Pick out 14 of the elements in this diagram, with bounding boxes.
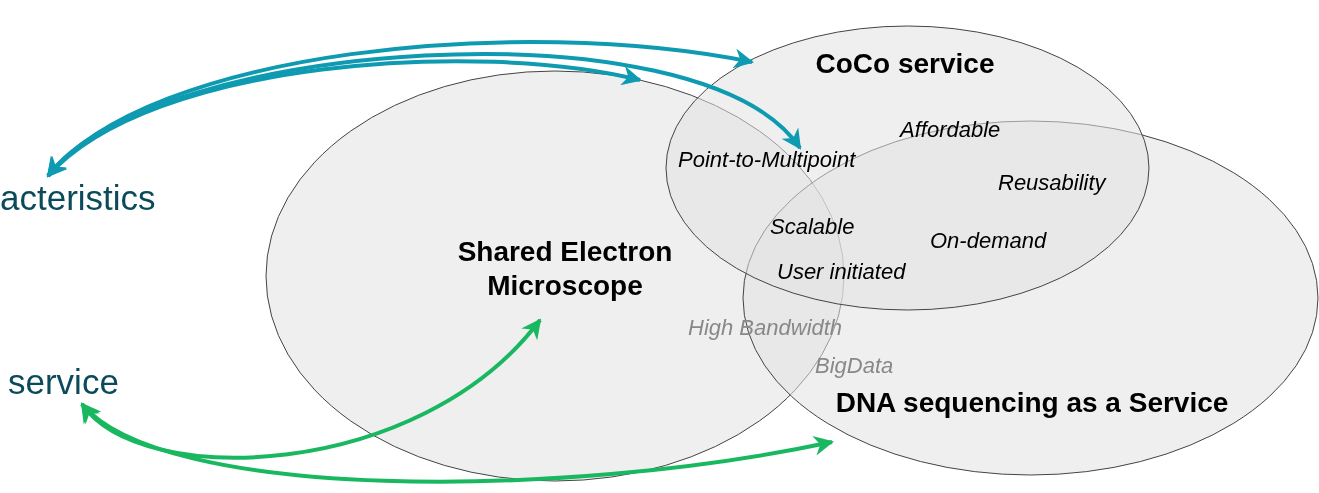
feature-text: Scalable [770,214,855,240]
feature-text: Reusability [998,170,1106,196]
circle-title: Shared Electron Microscope [456,235,674,303]
feature-text: Affordable [900,117,1001,143]
feature-text: User initiated [777,259,906,285]
feature-text: Point-to-Multipoint [678,147,856,173]
feature-text: On-demand [930,228,1047,254]
category-text: service [8,362,119,402]
arrow [80,402,834,484]
feature-text: BigData [815,353,894,379]
circle-title: CoCo service [814,47,996,81]
category-text: acteristics [0,178,156,218]
circle-title: DNA sequencing as a Service [834,386,1230,420]
arrow [80,318,542,460]
